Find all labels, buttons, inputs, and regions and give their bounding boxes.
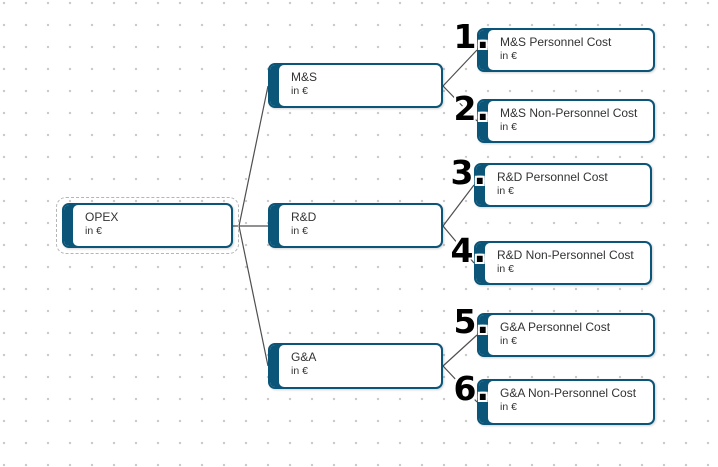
node-unit: in € (500, 121, 517, 133)
node-title: R&D Non-Personnel Cost (497, 248, 634, 262)
node-unit: in € (85, 225, 102, 237)
node-ga-personnel-cost[interactable]: G&A Personnel Cost in € (477, 313, 655, 357)
node-title: G&A Personnel Cost (500, 320, 611, 334)
node-unit: in € (291, 365, 308, 377)
node-ga-non-personnel-cost[interactable]: G&A Non-Personnel Cost in € (477, 379, 655, 425)
selection-outline (56, 197, 239, 254)
node-ga[interactable]: G&A in € (268, 343, 443, 389)
node-ms-non-personnel-cost[interactable]: M&S Non-Personnel Cost in € (477, 99, 655, 143)
node-unit: in € (291, 225, 308, 237)
node-rd-non-personnel-cost[interactable]: R&D Non-Personnel Cost in € (474, 241, 652, 285)
node-title: R&D (291, 210, 317, 224)
node-title: M&S Non-Personnel Cost (500, 106, 638, 120)
node-unit: in € (497, 263, 514, 275)
node-title: M&S (291, 70, 318, 84)
node-ms[interactable]: M&S in € (268, 63, 443, 108)
node-opex[interactable]: OPEX in € (62, 203, 233, 248)
node-title: G&A Non-Personnel Cost (500, 386, 637, 400)
node-rd[interactable]: R&D in € (268, 203, 443, 248)
node-unit: in € (497, 185, 514, 197)
node-title: R&D Personnel Cost (497, 170, 608, 184)
node-unit: in € (500, 401, 517, 413)
node-unit: in € (500, 50, 517, 62)
node-rd-personnel-cost[interactable]: R&D Personnel Cost in € (474, 163, 652, 207)
node-title: OPEX (85, 210, 119, 224)
node-title: G&A (291, 350, 317, 364)
node-title: M&S Personnel Cost (500, 35, 612, 49)
node-unit: in € (291, 85, 308, 97)
node-ms-personnel-cost[interactable]: M&S Personnel Cost in € (477, 28, 655, 72)
node-unit: in € (500, 335, 517, 347)
